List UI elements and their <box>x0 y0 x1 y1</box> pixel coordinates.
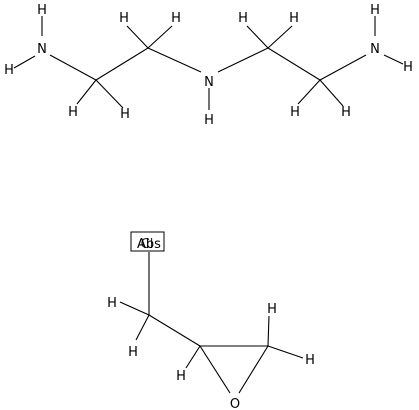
bond <box>119 301 150 316</box>
diethylenetriamine-molecule: H H N H H H H N H H H H H N H H <box>4 3 413 128</box>
hydrogen-atom: H <box>267 302 277 317</box>
hydrogen-atom: H <box>176 369 186 384</box>
bond <box>135 314 150 341</box>
oxygen-atom: O <box>230 397 240 410</box>
bond <box>95 47 149 81</box>
bond <box>267 47 321 81</box>
epichlorohydrin-molecule: Cl Abs H H H H H O <box>107 231 315 410</box>
bond <box>246 25 269 49</box>
chlorine-atom: Cl <box>141 237 154 252</box>
nitrogen-atom: N <box>204 75 214 90</box>
hydrogen-atom: H <box>238 11 248 26</box>
abs-label-box <box>130 231 165 252</box>
bond <box>126 25 149 49</box>
bond <box>267 25 293 49</box>
hydrogen-atom: H <box>290 105 300 120</box>
bond <box>13 55 36 69</box>
abs-stereo-label: Abs <box>137 237 161 252</box>
bond <box>147 47 202 73</box>
nitrogen-atom: N <box>370 42 380 57</box>
hydrogen-atom: H <box>403 60 413 75</box>
bond <box>199 345 231 394</box>
hydrogen-atom: H <box>289 11 299 26</box>
bond <box>238 345 269 394</box>
bond <box>49 54 97 81</box>
hydrogen-atom: H <box>341 105 351 120</box>
bond <box>383 54 404 65</box>
hydrogen-atom: H <box>204 113 214 128</box>
hydrogen-atom: H <box>171 11 181 26</box>
bond <box>95 79 124 109</box>
hydrogen-atom: H <box>120 107 130 122</box>
hydrogen-atom: H <box>68 105 78 120</box>
hydrogen-atom: H <box>370 3 380 18</box>
hydrogen-atom: H <box>305 353 315 368</box>
hydrogen-atom: H <box>119 11 129 26</box>
bond <box>185 345 201 369</box>
bond <box>319 79 344 107</box>
nitrogen-atom: N <box>37 42 47 57</box>
bond <box>319 54 367 81</box>
bond <box>297 79 321 105</box>
bond <box>217 47 269 73</box>
bond <box>148 314 201 347</box>
hydrogen-atom: H <box>37 3 47 18</box>
bond <box>267 315 270 347</box>
bond <box>267 345 304 359</box>
hydrogen-atom: H <box>4 63 14 78</box>
bond <box>147 25 173 49</box>
bond <box>76 79 97 105</box>
hydrogen-atom: H <box>128 345 138 360</box>
hydrogen-atom: H <box>107 296 117 311</box>
